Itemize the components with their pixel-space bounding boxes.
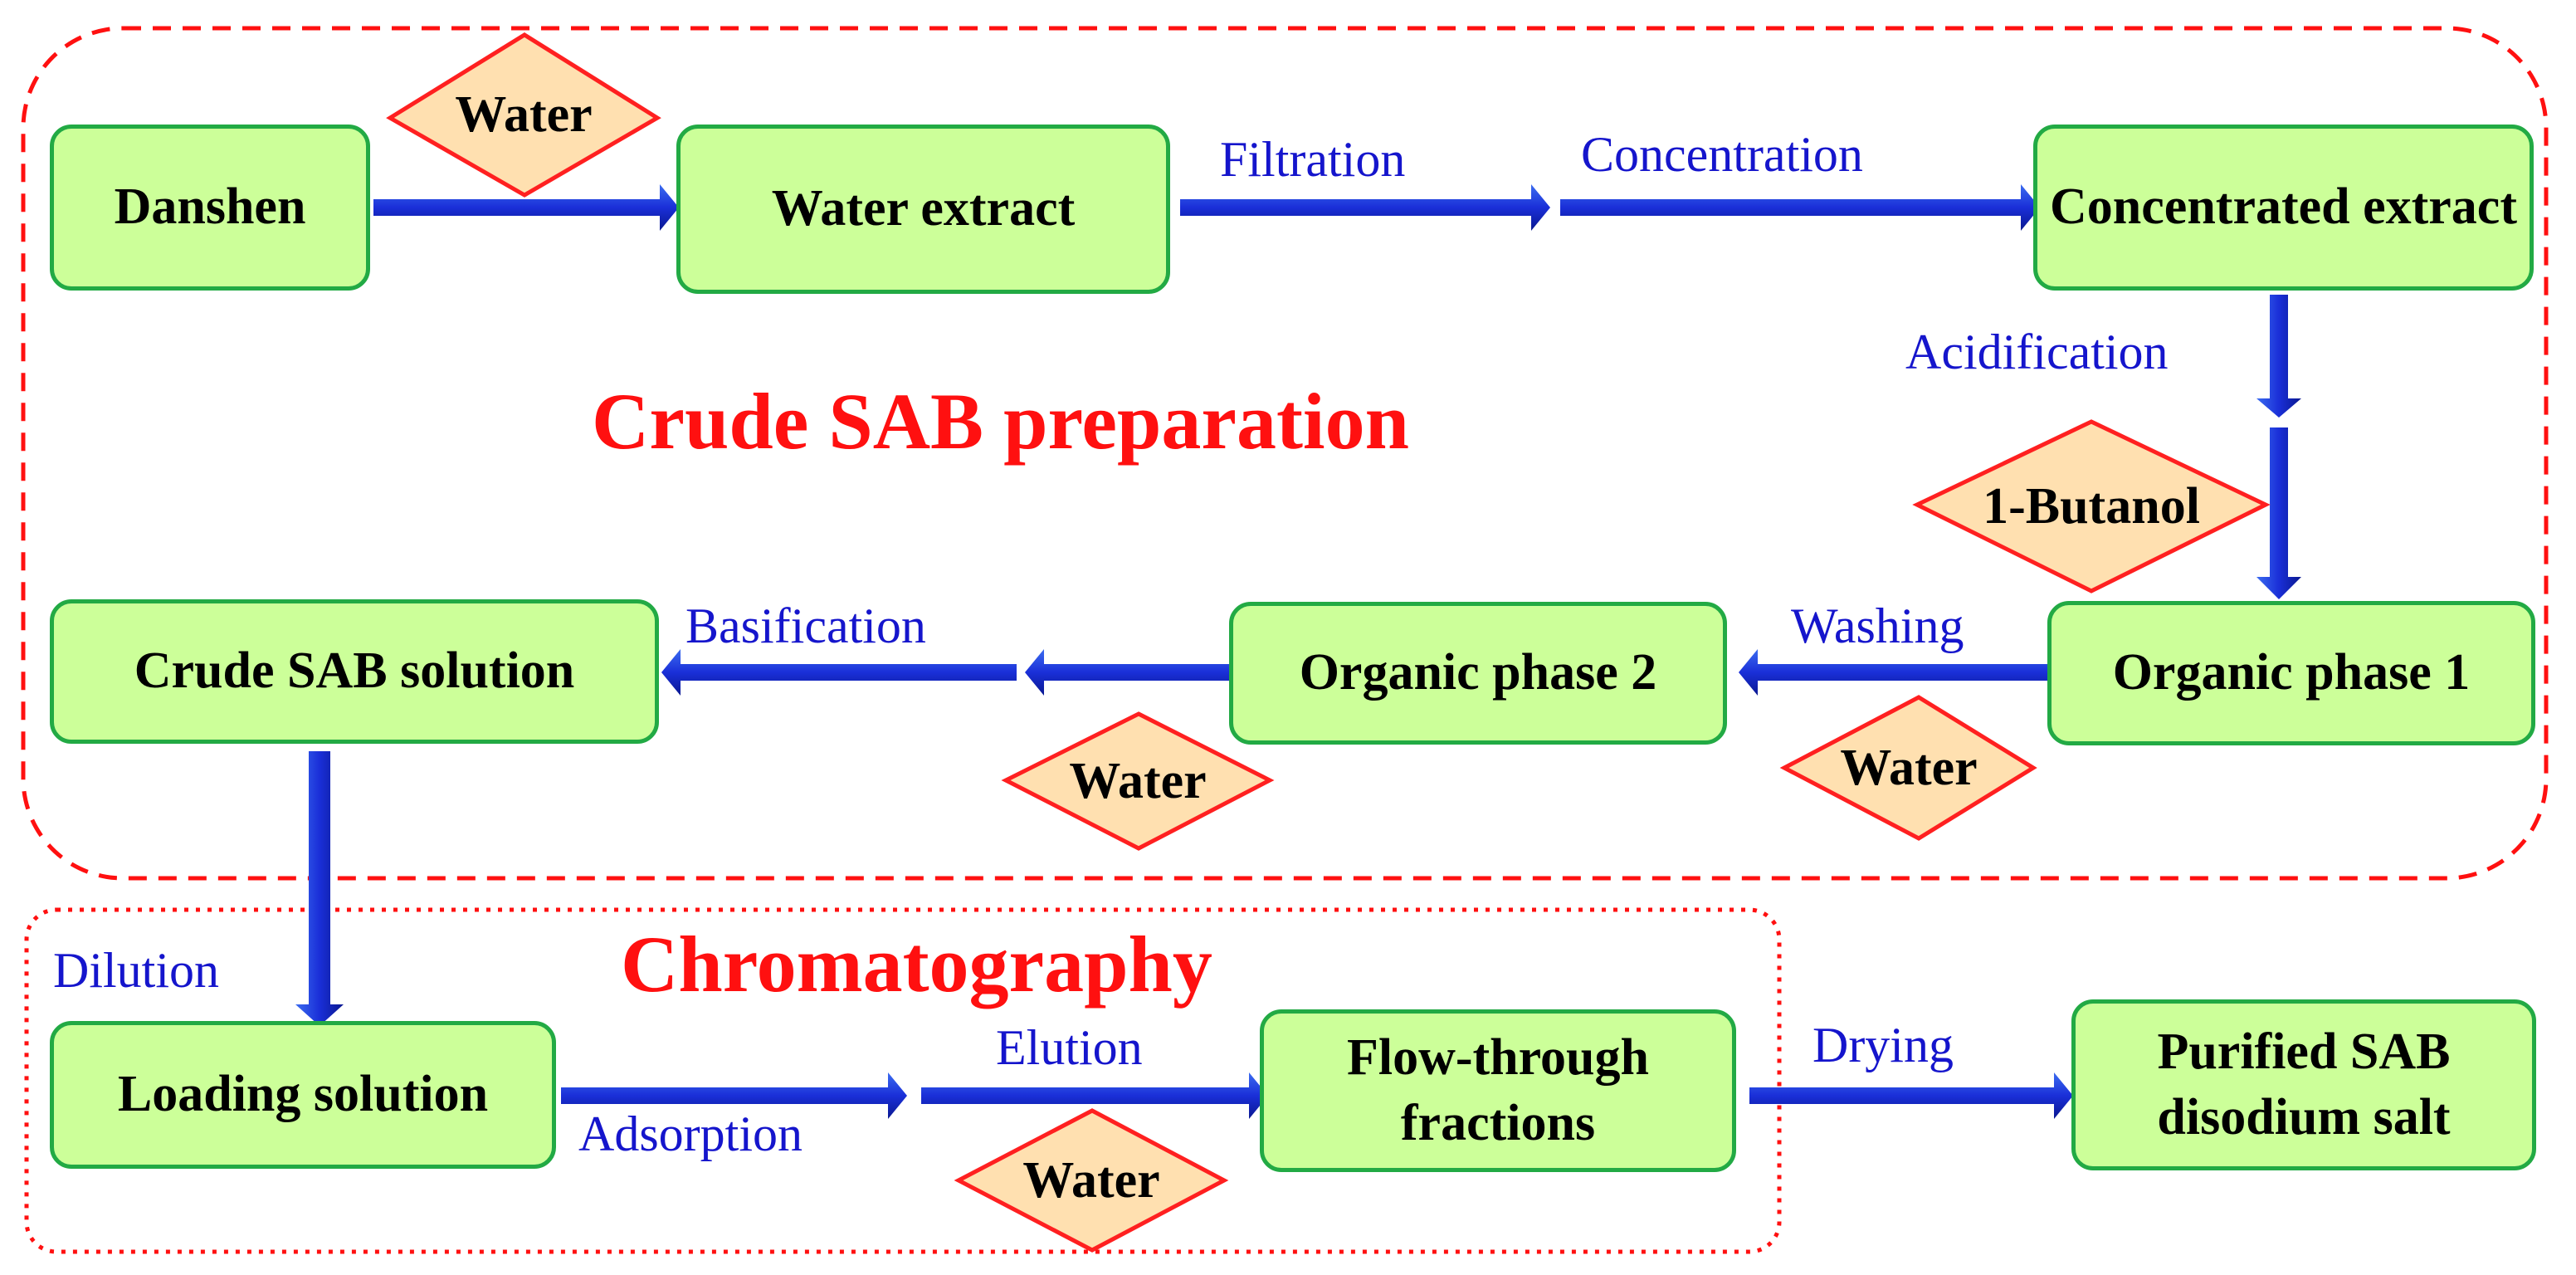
arrow-concentration	[1560, 184, 2040, 231]
arrow-drying	[1749, 1072, 2073, 1119]
arrow-filtration	[1180, 184, 1550, 231]
organic-phase-2-box: Organic phase 2	[1229, 602, 1727, 745]
arrow-danshen-to-water-extract	[373, 184, 679, 231]
dilution-step-label: Dilution	[53, 943, 220, 998]
water-diamond-1	[386, 32, 661, 198]
water-label-3: Water	[1840, 739, 1978, 796]
elution-step-label: Elution	[996, 1020, 1143, 1075]
filtration-step-label: Filtration	[1220, 132, 1406, 187]
organic-phase-1-box: Organic phase 1	[2047, 601, 2535, 745]
danshen-box: Danshen	[50, 125, 370, 291]
crude-sab-preparation-title: Crude SAB preparation	[592, 377, 1409, 466]
arrow-elution	[921, 1072, 1268, 1119]
flow-through-fractions-box: Flow-through fractions	[1260, 1009, 1736, 1172]
water-diamond-3	[1779, 695, 2037, 841]
arrow-acidification-a	[2256, 295, 2301, 418]
chromatography-title: Chromatography	[621, 920, 1212, 1009]
purified-sab-box: Purified SAB disodium salt	[2071, 999, 2536, 1170]
concentrated-extract-box: Concentrated extract	[2033, 125, 2534, 291]
loading-solution-box: Loading solution	[50, 1021, 556, 1169]
washing-step-label: Washing	[1791, 598, 1964, 653]
arrow-washing-left	[1739, 649, 2048, 696]
water-diamond-4	[954, 1108, 1229, 1253]
arrow-acidification-b	[2256, 427, 2301, 599]
arrow-basification-b	[661, 649, 1017, 696]
arrow-basification-a	[1025, 649, 1237, 696]
crude-sab-solution-box: Crude SAB solution	[50, 599, 659, 744]
water-label-2: Water	[1069, 752, 1207, 809]
water-extract-box: Water extract	[676, 125, 1170, 294]
water-label-4: Water	[1022, 1151, 1160, 1209]
arrow-adsorption	[561, 1072, 907, 1119]
butanol-diamond	[1912, 419, 2271, 594]
acidification-step-label: Acidification	[1905, 325, 2169, 379]
adsorption-step-label: Adsorption	[578, 1106, 803, 1161]
water-label-1: Water	[455, 86, 593, 143]
arrow-dilution	[295, 751, 344, 1026]
butanol-label: 1-Butanol	[1983, 477, 2200, 535]
water-diamond-2	[1001, 711, 1275, 851]
basification-step-label: Basification	[685, 598, 926, 653]
drying-step-label: Drying	[1812, 1018, 1954, 1072]
concentration-step-label: Concentration	[1581, 127, 1863, 182]
